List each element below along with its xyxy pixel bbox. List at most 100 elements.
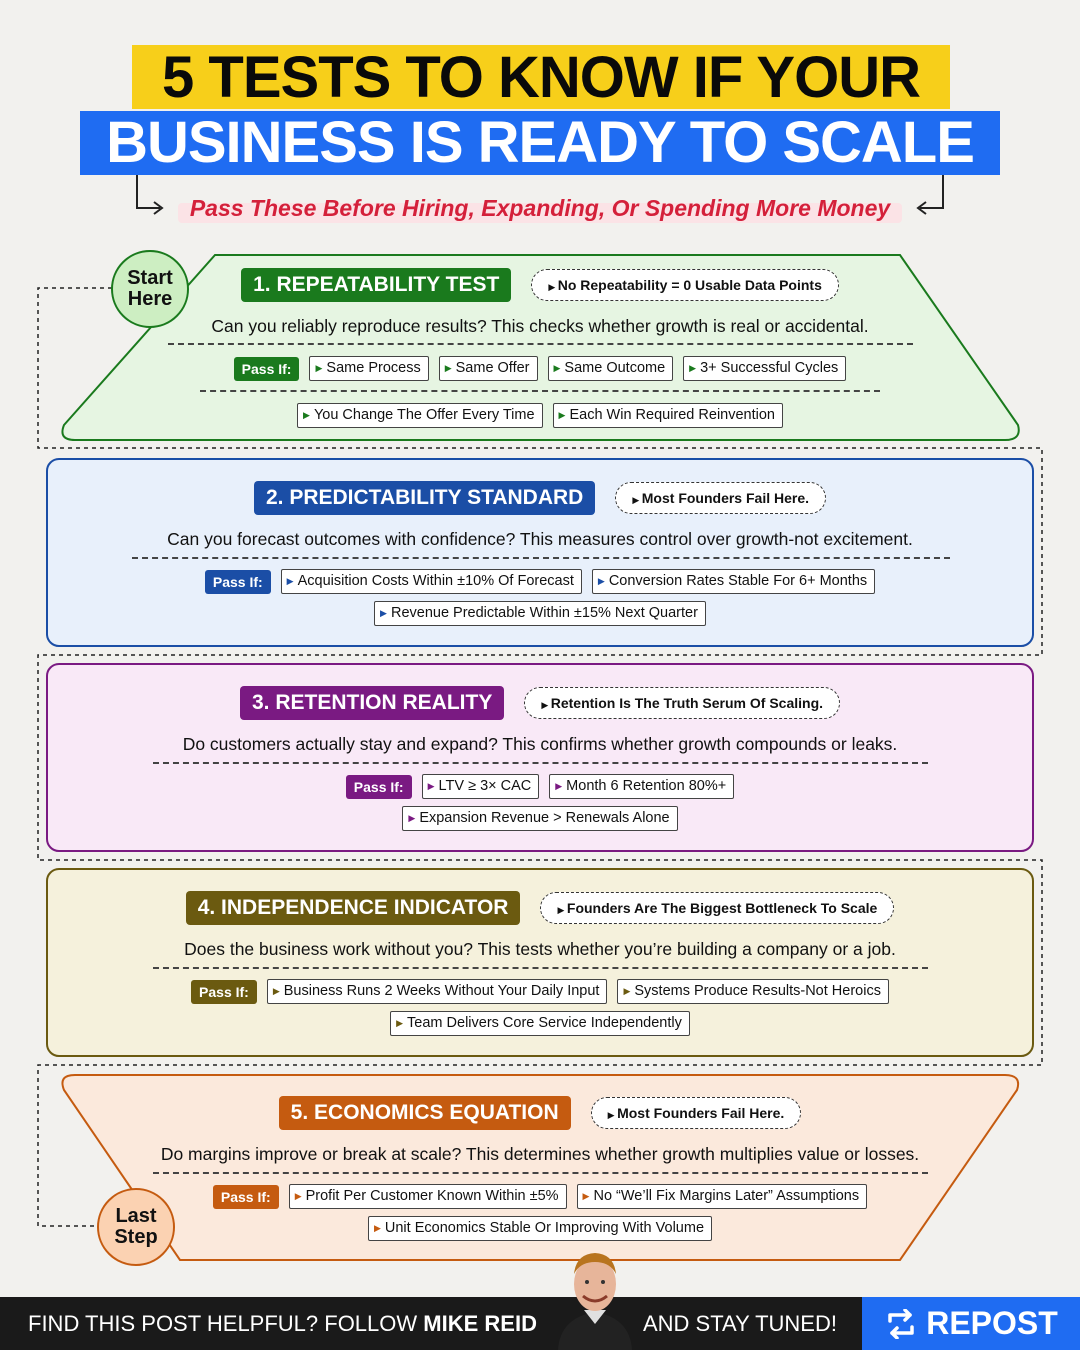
author-avatar <box>550 1238 640 1350</box>
test-4-pass-item: ▶Systems Produce Results-Not Heroics <box>617 979 889 1004</box>
test-1-divider <box>168 343 913 345</box>
left-arrow-head <box>153 201 164 215</box>
test-3-pass-row: Pass If: ▶LTV ≥ 3× CAC ▶Month 6 Retentio… <box>0 773 1080 800</box>
test-3-question-row: Do customers actually stay and expand? T… <box>0 731 1080 757</box>
last-badge-line1: Last <box>115 1205 157 1227</box>
chip-text: Same Process <box>326 360 421 376</box>
start-badge-line2: Here <box>127 288 173 310</box>
repost-button[interactable]: REPOST <box>862 1297 1080 1350</box>
test-1-note: ▶ No Repeatability = 0 Usable Data Point… <box>531 269 839 301</box>
test-4-question-row: Does the business work without you? This… <box>0 936 1080 962</box>
footer-author-name[interactable]: MIKE REID <box>423 1311 537 1336</box>
test-5-note-text: Most Founders Fail Here. <box>617 1105 785 1121</box>
test-2-pass-item: ▶Acquisition Costs Within ±10% Of Foreca… <box>280 569 582 594</box>
last-step-badge: Last Step <box>97 1188 175 1266</box>
chip-text: Team Delivers Core Service Independently <box>407 1015 682 1031</box>
test-3-divider <box>153 762 928 764</box>
test-1-pass-item: ▶Same Outcome <box>547 356 674 381</box>
chip-text: Unit Economics Stable Or Improving With … <box>384 1220 705 1236</box>
footer-left-text: FIND THIS POST HELPFUL? FOLLOW <box>28 1311 424 1336</box>
test-1-divider-2 <box>200 390 880 392</box>
right-arrow-line <box>920 175 944 209</box>
test-1-header: 1. REPEATABILITY TEST ▶ No Repeatability… <box>0 267 1080 303</box>
chip-text: LTV ≥ 3× CAC <box>438 778 532 794</box>
test-3-question: Do customers actually stay and expand? T… <box>182 733 898 754</box>
chip-text: Month 6 Retention 80%+ <box>566 778 727 794</box>
chip-text: Each Win Required Reinvention <box>569 407 775 423</box>
test-1-title: 1. REPEATABILITY TEST <box>241 268 512 302</box>
test-1-pass-item: ▶Same Offer <box>438 356 538 381</box>
chip-text: Business Runs 2 Weeks Without Your Daily… <box>283 983 600 999</box>
test-5-question-row: Do margins improve or break at scale? Th… <box>0 1141 1080 1167</box>
test-3-note-text: Retention Is The Truth Serum Of Scaling. <box>550 695 824 711</box>
test-4-note-text: Founders Are The Biggest Bottleneck To S… <box>566 900 878 916</box>
test-4-note: ▶ Founders Are The Biggest Bottleneck To… <box>540 892 895 924</box>
test-3-pass-item: ▶Month 6 Retention 80%+ <box>549 774 735 799</box>
test-1-note-text: No Repeatability = 0 Usable Data Points <box>557 277 822 293</box>
chip-text: No “We’ll Fix Margins Later” Assumptions <box>593 1188 860 1204</box>
title-line-2: BUSINESS IS READY TO SCALE <box>80 111 1000 175</box>
test-4-title: 4. INDEPENDENCE INDICATOR <box>185 891 521 925</box>
footer-cta: FIND THIS POST HELPFUL? FOLLOW MIKE REID <box>28 1297 537 1350</box>
test-5-title: 5. ECONOMICS EQUATION <box>278 1096 571 1130</box>
repost-label: REPOST <box>926 1305 1058 1341</box>
start-badge-line1: Start <box>127 267 173 289</box>
test-5-divider <box>153 1172 928 1174</box>
footer-stay-tuned: AND STAY TUNED! <box>643 1311 837 1336</box>
test-5-extra-item: ▶Unit Economics Stable Or Improving With… <box>367 1216 713 1241</box>
test-5-pass-label: Pass If: <box>212 1184 279 1209</box>
test-4-extra-row: ▶Team Delivers Core Service Independentl… <box>0 1010 1080 1037</box>
test-2-title: 2. PREDICTABILITY STANDARD <box>253 481 596 515</box>
subtitle-highlight <box>178 203 902 223</box>
test-3-pass-label: Pass If: <box>345 774 412 799</box>
subtitle: Pass These Before Hiring, Expanding, Or … <box>189 195 891 221</box>
test-4-divider <box>153 967 928 969</box>
test-4-pass-row: Pass If: ▶Business Runs 2 Weeks Without … <box>0 978 1080 1005</box>
test-5-pass-item: ▶No “We’ll Fix Margins Later” Assumption… <box>576 1184 868 1209</box>
test-5-extra-row: ▶Unit Economics Stable Or Improving With… <box>0 1215 1080 1242</box>
chip-text: Revenue Predictable Within ±15% Next Qua… <box>390 605 698 621</box>
test-2-question: Can you forecast outcomes with confidenc… <box>167 528 913 549</box>
test-1-pass-item: ▶3+ Successful Cycles <box>683 356 847 381</box>
test-3-pass-item: ▶LTV ≥ 3× CAC <box>421 774 540 799</box>
test-3-note: ▶ Retention Is The Truth Serum Of Scalin… <box>524 687 841 719</box>
test-1-extra-row: ▶You Change The Offer Every Time ▶Each W… <box>0 402 1080 429</box>
test-3-extra-item: ▶Expansion Revenue > Renewals Alone <box>402 806 678 831</box>
test-5-note: ▶ Most Founders Fail Here. <box>590 1097 802 1129</box>
test-1-question: Can you reliably reproduce results? This… <box>211 315 869 336</box>
test-2-note-text: Most Founders Fail Here. <box>641 490 810 506</box>
test-1-extra-item: ▶Each Win Required Reinvention <box>552 403 783 428</box>
chip-text: Same Outcome <box>564 360 666 376</box>
last-badge-line2: Step <box>114 1226 158 1248</box>
test-1-pass-item: ▶Same Process <box>309 356 429 381</box>
right-arrow-head <box>916 201 927 215</box>
test-5-question: Do margins improve or break at scale? Th… <box>160 1143 920 1164</box>
start-here-badge: Start Here <box>111 250 189 328</box>
test-1-pass-row: Pass If: ▶Same Process ▶Same Offer ▶Same… <box>0 355 1080 382</box>
test-2-note: ▶ Most Founders Fail Here. <box>615 482 827 514</box>
test-4-header: 4. INDEPENDENCE INDICATOR ▶ Founders Are… <box>0 890 1080 926</box>
test-4-pass-item: ▶Business Runs 2 Weeks Without Your Dail… <box>266 979 608 1004</box>
test-2-pass-label: Pass If: <box>204 569 271 594</box>
test-5-header: 5. ECONOMICS EQUATION ▶ Most Founders Fa… <box>0 1095 1080 1131</box>
test-2-header: 2. PREDICTABILITY STANDARD ▶ Most Founde… <box>0 480 1080 516</box>
test-3-extra-row: ▶Expansion Revenue > Renewals Alone <box>0 805 1080 832</box>
chip-text: Acquisition Costs Within ±10% Of Forecas… <box>297 573 574 589</box>
title-line-1: 5 TESTS TO KNOW IF YOUR <box>132 45 950 110</box>
chip-text: Systems Produce Results-Not Heroics <box>634 983 881 999</box>
test-3-title: 3. RETENTION REALITY <box>239 686 505 720</box>
chip-text: Same Offer <box>455 360 530 376</box>
test-2-extra-row: ▶Revenue Predictable Within ±15% Next Qu… <box>0 600 1080 627</box>
repost-icon <box>888 1308 914 1339</box>
test-5-pass-item: ▶Profit Per Customer Known Within ±5% <box>288 1184 567 1209</box>
left-arrow-line <box>136 175 160 209</box>
test-1-question-row: Can you reliably reproduce results? This… <box>0 313 1080 339</box>
test-3-header: 3. RETENTION REALITY ▶ Retention Is The … <box>0 685 1080 721</box>
test-2-pass-row: Pass If: ▶Acquisition Costs Within ±10% … <box>0 568 1080 595</box>
test-2-extra-item: ▶Revenue Predictable Within ±15% Next Qu… <box>374 601 706 626</box>
chip-text: Conversion Rates Stable For 6+ Months <box>608 573 868 589</box>
chip-text: 3+ Successful Cycles <box>700 360 839 376</box>
test-4-question: Does the business work without you? This… <box>184 938 896 959</box>
test-2-divider <box>132 557 950 559</box>
chip-text: Profit Per Customer Known Within ±5% <box>305 1188 559 1204</box>
